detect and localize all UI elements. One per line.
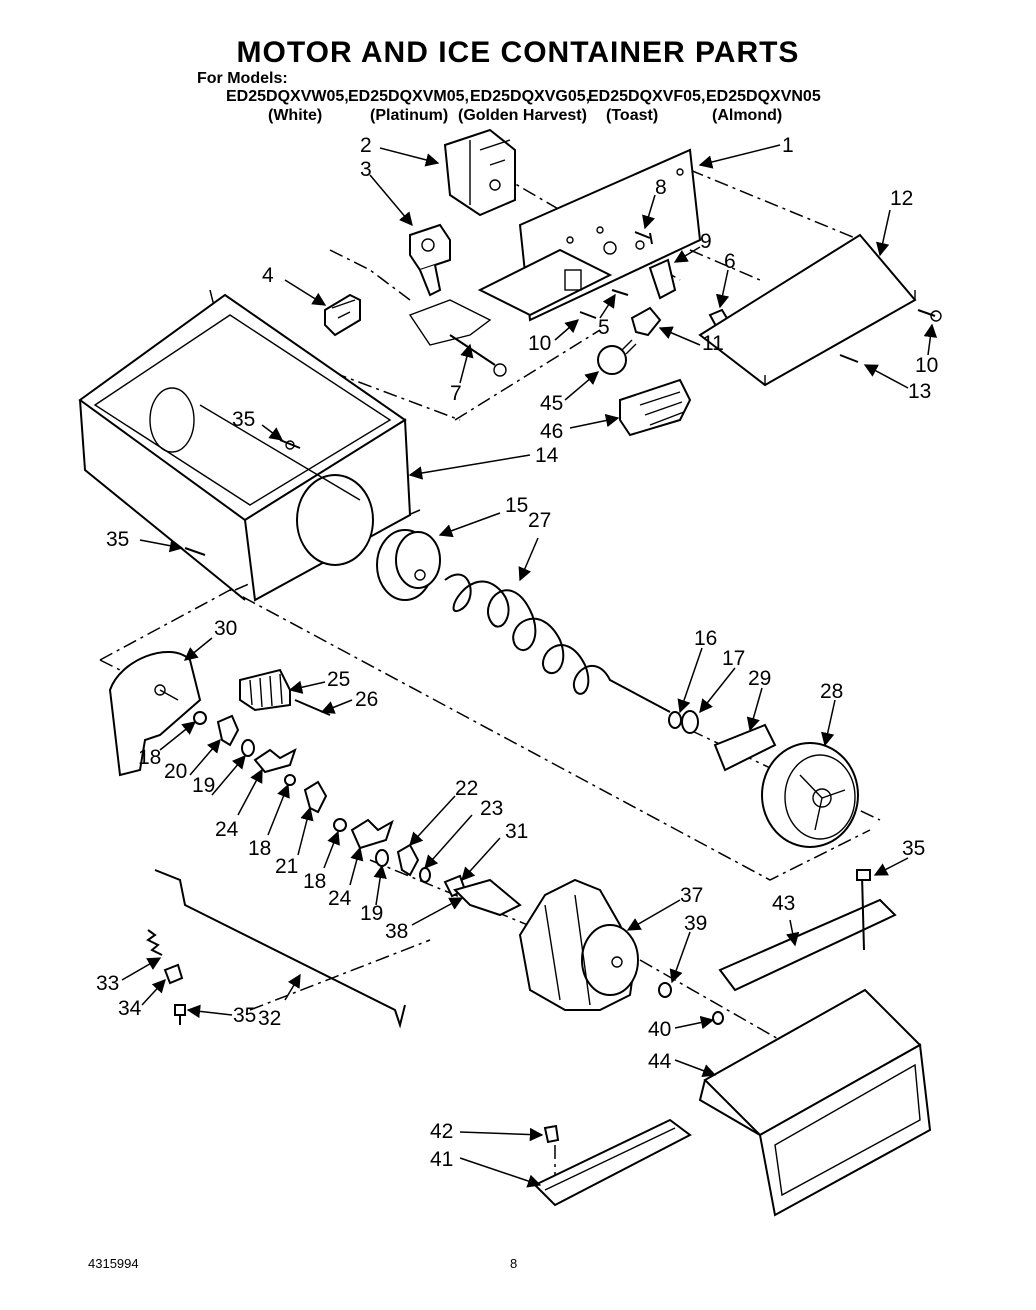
callout: 18: [248, 837, 271, 860]
callout: 15: [505, 494, 528, 517]
actuator-rod: [154, 869, 406, 1029]
auger-drive-cup: [376, 529, 441, 601]
callout: 32: [258, 1007, 281, 1030]
callout: 38: [385, 920, 408, 943]
front-bracket: [718, 869, 897, 992]
callout: 2: [360, 134, 372, 157]
callout: 42: [430, 1120, 453, 1143]
spring-clip-screw: [146, 929, 186, 1025]
model-color: (Platinum): [370, 107, 449, 124]
callout: 7: [450, 382, 462, 405]
auger-wheel: [761, 742, 859, 848]
for-models-label: For Models:: [197, 70, 288, 87]
callout: 35: [106, 528, 129, 551]
model-number: ED25DQXVM05,: [348, 88, 469, 105]
page-title: MOTOR AND ICE CONTAINER PARTS: [236, 36, 800, 69]
callout: 45: [540, 392, 563, 415]
ice-blade: [713, 723, 777, 772]
callout: 16: [694, 627, 717, 650]
light-shield: [619, 378, 692, 437]
light-bulb: [597, 339, 637, 375]
housing-screws: [184, 439, 301, 556]
callout: 46: [540, 420, 563, 443]
crusher-blades-stack: [193, 711, 467, 898]
callout: 21: [275, 855, 298, 878]
model-number: ED25DQXVF05,: [588, 88, 706, 105]
callout: 10: [915, 354, 938, 377]
callout: 37: [680, 884, 703, 907]
callout: 39: [684, 912, 707, 935]
wire-harness: [408, 299, 507, 377]
callout: 19: [192, 774, 215, 797]
bottom-rail: [533, 1118, 692, 1207]
callout: 5: [598, 316, 610, 339]
callout: 3: [360, 158, 372, 181]
callout: 19: [360, 902, 383, 925]
leader-lines: [121, 144, 938, 1188]
callout: 12: [890, 187, 913, 210]
callout: 34: [118, 997, 142, 1020]
callout: 35: [902, 837, 925, 860]
callout: 20: [164, 760, 187, 783]
callout: 11: [702, 332, 724, 355]
cover-panel: [698, 233, 917, 387]
callout: 4: [262, 264, 274, 287]
callout: 26: [355, 688, 378, 711]
callout: 9: [700, 230, 712, 253]
model-color: (Toast): [606, 107, 659, 124]
callout: 18: [138, 746, 161, 769]
motor-housing: [518, 878, 639, 1011]
callout: 27: [528, 509, 551, 532]
callout: 22: [455, 777, 478, 800]
callout: 40: [648, 1018, 671, 1041]
callout: 28: [820, 680, 843, 703]
model-number: ED25DQXVW05,: [226, 88, 349, 105]
motor: [443, 128, 516, 217]
callout-labels: 1 2 3 4 5 6 7 8 9 10 10 11 12 13 14 15 1…: [96, 134, 938, 1171]
ice-container-housing: [78, 293, 412, 602]
model-color: (Golden Harvest): [458, 107, 587, 124]
solenoid: [409, 223, 451, 297]
callout: 14: [535, 444, 559, 467]
model-number: ED25DQXVN05: [706, 88, 821, 105]
callout: 23: [480, 797, 503, 820]
auger-coil: [444, 573, 671, 713]
callout: 1: [782, 134, 794, 157]
crusher-assembly: [239, 668, 331, 716]
callout: 24: [328, 887, 352, 910]
switch-actuator: [453, 878, 522, 917]
callout: 41: [430, 1148, 453, 1171]
callout: 25: [327, 668, 350, 691]
fasteners: [579, 231, 942, 337]
callout: 33: [96, 972, 119, 995]
callout: 6: [724, 250, 736, 273]
motor-mount-plate: [477, 148, 702, 322]
callout: 31: [505, 820, 528, 843]
callout: 18: [303, 870, 326, 893]
end-plate: [108, 650, 202, 777]
model-color: (White): [268, 107, 323, 124]
callout: 35: [232, 408, 255, 431]
part-number: 4315994: [88, 1256, 139, 1271]
callout: 43: [772, 892, 795, 915]
callout: 10: [528, 332, 551, 355]
callout: 8: [655, 176, 667, 199]
auger-washers: [668, 710, 699, 734]
page-number: 8: [510, 1256, 518, 1271]
callout: 24: [215, 818, 239, 841]
model-color: (Almond): [712, 107, 783, 124]
callout: 13: [908, 380, 931, 403]
callout: 29: [748, 667, 771, 690]
bracket: [324, 293, 361, 337]
front-cover: [698, 988, 932, 1217]
motor-washers: [658, 982, 724, 1025]
callout: 30: [214, 617, 237, 640]
callout: 35: [233, 1004, 256, 1027]
callout: 44: [648, 1050, 672, 1073]
callout: 17: [722, 647, 745, 670]
model-number: ED25DQXVG05,: [470, 88, 591, 105]
